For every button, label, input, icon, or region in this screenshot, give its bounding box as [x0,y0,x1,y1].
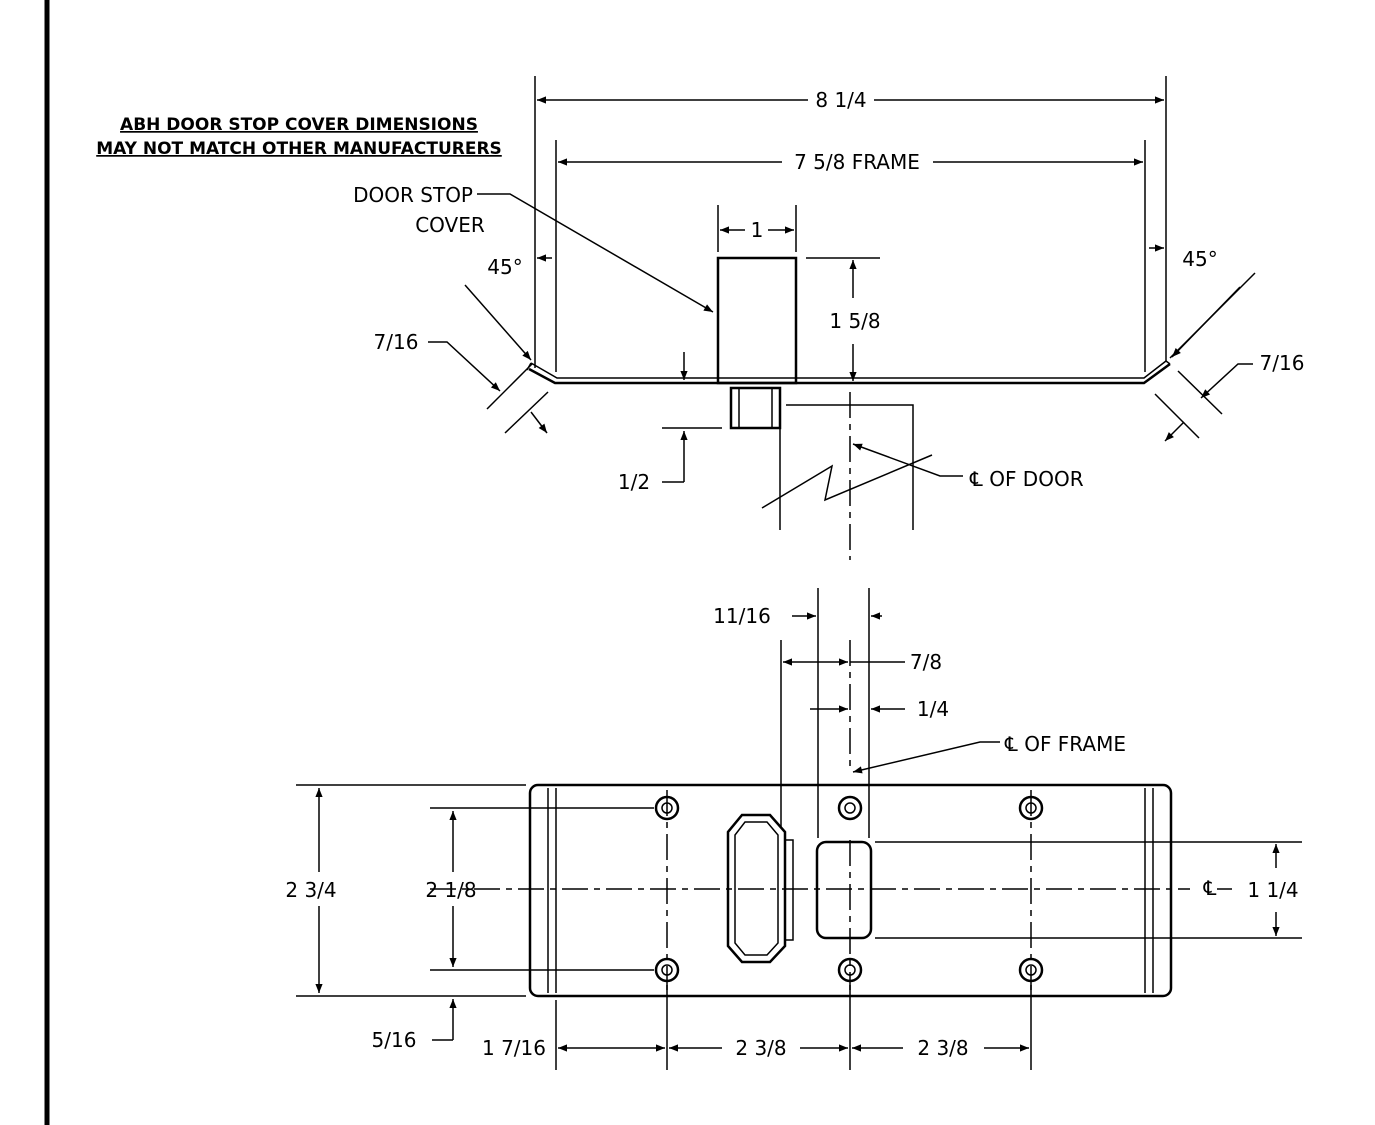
mounting-holes [654,795,1044,983]
octagonal-cutout [726,813,787,964]
dim-angle-left: 45° [487,255,522,279]
dim-edge-offset: 5/16 [372,1028,417,1052]
frame-plate [528,362,1171,385]
dim-hole-spacing-2: 2 3/8 [917,1036,968,1060]
dim-7-8: 7/8 [910,650,942,674]
dim-cover-height: 1 5/8 [829,309,880,333]
dim-overall-width: 8 1/4 [815,88,866,112]
note-line-2: MAY NOT MATCH OTHER MANUFACTURERS [96,139,502,159]
dim-slot-height: 1 1/4 [1247,878,1298,902]
dim-offset: 1/2 [618,470,650,494]
dim-11-16: 11/16 [713,604,771,628]
dim-angle-right: 45° [1182,247,1217,271]
rounded-slot [815,840,873,940]
centerline-mark: ℄ [1203,876,1217,900]
door-break-line [761,454,933,509]
dim-hole-spacing-vertical: 2 1/8 [425,878,476,902]
bottom-view: 11/16 7/8 1/4 ℄ OF FRAME [285,588,1302,1070]
note-line-1: ABH DOOR STOP COVER DIMENSIONS [120,115,478,135]
dim-height-overall: 2 3/4 [285,878,336,902]
frame-centerline-label: ℄ OF FRAME [1004,732,1126,756]
door-stop-cover [716,256,798,385]
dim-flange-right: 7/16 [1260,351,1305,375]
dim-hole-spacing-1: 2 3/8 [735,1036,786,1060]
dim-frame-width: 7 5/8 FRAME [794,150,920,174]
top-view: 8 1/4 7 5/8 FRAME DOOR STOP COVER 1 1 5/… [353,76,1304,560]
dim-cover-width: 1 [751,218,764,242]
cover-label-line-2: COVER [415,213,485,237]
door-centerline-label: ℄ OF DOOR [969,467,1084,491]
dim-first-hole-offset: 1 7/16 [482,1036,546,1060]
dim-flange-left: 7/16 [374,330,419,354]
cover-label-line-1: DOOR STOP [353,183,473,207]
dim-1-4: 1/4 [917,697,949,721]
